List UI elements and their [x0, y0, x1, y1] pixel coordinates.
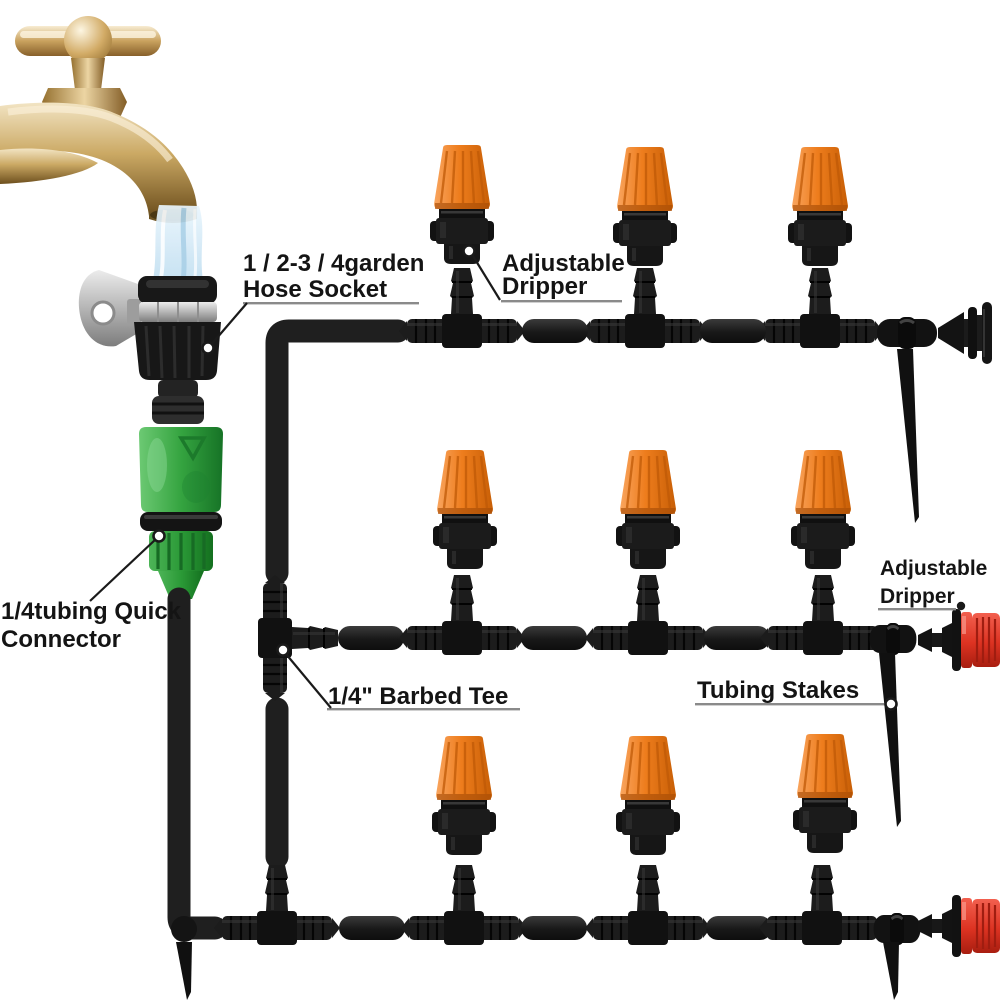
tube-segment [521, 916, 587, 940]
tube-segment [338, 626, 404, 650]
adjustable-dripper [614, 734, 682, 857]
barbed-tee [755, 266, 885, 350]
label-underline [327, 708, 520, 711]
leader-dot [152, 529, 166, 543]
faucet-body [0, 102, 198, 216]
faucet-handle-hub [64, 16, 112, 64]
end-fitting [937, 301, 993, 365]
tubing-stake [176, 942, 192, 1000]
leader-dot [462, 244, 476, 258]
label-quick-connector: 1/4tubing Quick Connector [1, 529, 182, 653]
connector-body [139, 427, 223, 512]
barbed-tee-vertical [256, 573, 340, 703]
adjustable-dripper-red [916, 607, 1000, 673]
connector-ring [140, 512, 222, 531]
barbed-tee [397, 573, 527, 657]
label-adj-dripper-top-line2: Dripper [502, 273, 587, 300]
adjustable-dripper [431, 448, 499, 571]
adjustable-dripper [428, 143, 496, 266]
label-underline [501, 300, 622, 303]
elbow-stake-hub [171, 916, 197, 942]
leader-dot [276, 643, 290, 657]
barbed-tee [399, 863, 529, 947]
label-hose-socket-line1: 1 / 2-3 / 4garden [243, 250, 424, 277]
leader-line [89, 538, 157, 602]
tubing-stake [875, 315, 939, 351]
label-adjustable-dripper-top: Adjustable Dripper [462, 244, 625, 303]
label-underline [695, 703, 885, 706]
adjustable-dripper [786, 145, 854, 268]
leader-line [472, 255, 501, 301]
tubing-stake [872, 911, 922, 947]
faucet [0, 16, 198, 223]
barbed-tee [580, 266, 710, 350]
leader-dot [884, 697, 898, 711]
tube-segment [339, 916, 405, 940]
label-underline [878, 608, 956, 611]
label-tubing-stakes: Tubing Stakes [695, 677, 898, 711]
irrigation-tubing [167, 319, 410, 1000]
quick-connector [139, 427, 223, 599]
tubing-stake-spike [883, 942, 899, 1000]
label-adj-dripper-top-line1: Adjustable [502, 250, 625, 277]
leader-dot [201, 341, 215, 355]
label-quick-connector-line1: 1/4tubing Quick [1, 598, 182, 625]
drip-line-row-3 [212, 732, 1000, 1000]
leader-line [209, 302, 248, 347]
barbed-tee [758, 573, 888, 657]
barbed-tee [583, 863, 713, 947]
connector-cone [158, 571, 204, 599]
adjustable-dripper-red [916, 893, 1000, 959]
barbed-tee [757, 863, 887, 947]
tubing-stake [868, 621, 918, 657]
label-adj-dripper-right-line1: Adjustable [880, 557, 987, 580]
socket-male-adapter [158, 380, 198, 398]
row1-elbow-tube [265, 319, 410, 585]
leader-line [285, 653, 332, 709]
label-barbed-tee: 1/4" Barbed Tee [276, 643, 520, 711]
drip-line-row-1 [397, 143, 993, 523]
label-quick-connector-line2: Connector [1, 626, 121, 653]
tube-segment [522, 319, 588, 343]
label-hose-socket-line2: Hose Socket [243, 276, 387, 303]
label-hose-socket: 1 / 2-3 / 4garden Hose Socket [201, 250, 424, 355]
adjustable-dripper [791, 732, 859, 855]
tube-segment [700, 319, 766, 343]
adjustable-dripper [614, 448, 682, 571]
adjustable-dripper [789, 448, 857, 571]
main-supply-tube [167, 587, 227, 940]
tube-segment [521, 626, 587, 650]
socket-body [134, 322, 221, 380]
label-adj-dripper-right-line2: Dripper [880, 585, 955, 608]
adjustable-dripper [611, 145, 679, 268]
label-adjustable-dripper-right: Adjustable Dripper [878, 557, 987, 611]
tubing-stake-spike [897, 349, 919, 523]
barbed-tee [212, 863, 342, 947]
barbed-tee [583, 573, 713, 657]
label-underline [243, 302, 419, 305]
label-tubing-stakes-line1: Tubing Stakes [697, 677, 859, 704]
tubing-stake-spike [879, 653, 901, 827]
garden-hose-socket [78, 270, 221, 424]
label-barbed-tee-line1: 1/4" Barbed Tee [328, 683, 508, 710]
leader-dot-solid [956, 601, 966, 611]
adjustable-dripper [430, 734, 498, 857]
